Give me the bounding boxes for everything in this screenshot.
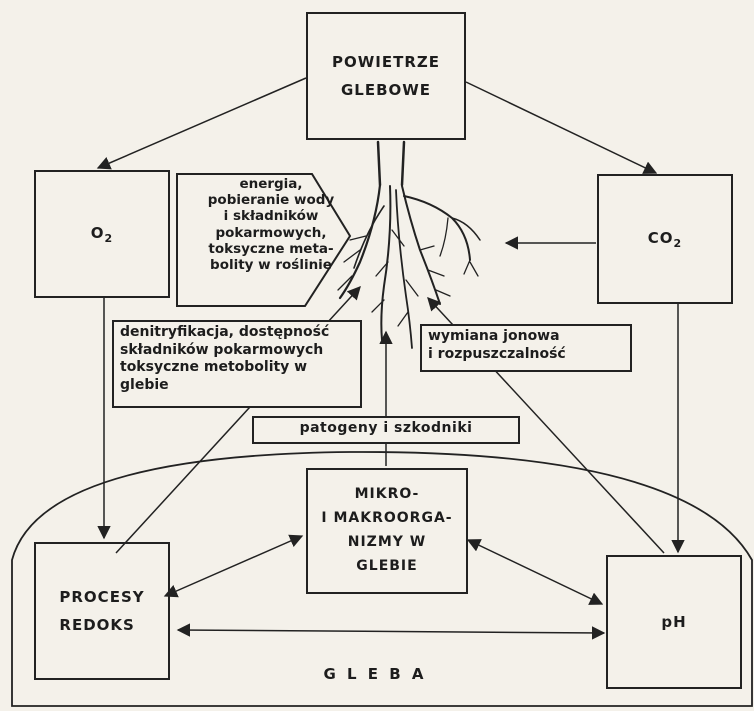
energy-note: energia, pobieranie wody i składników po… bbox=[186, 176, 356, 273]
arrow-redox-organisms bbox=[165, 536, 302, 596]
soil-air-line2: GLEBOWE bbox=[332, 76, 440, 105]
denitrification-line-4: glebie bbox=[120, 377, 354, 395]
soil-label: G L E B A bbox=[300, 660, 450, 689]
energy-line-3: i składników bbox=[186, 208, 356, 224]
pathogens-label: patogeny i szkodniki bbox=[300, 420, 473, 436]
energy-line-5: toksyczne meta- bbox=[186, 241, 356, 257]
denitrification-note: denitryfikacja, dostępność składników po… bbox=[112, 320, 362, 408]
organisms-line-4: GLEBIE bbox=[321, 555, 452, 579]
redox-line-2: REDOKS bbox=[59, 611, 144, 640]
energy-line-4: pokarmowych, bbox=[186, 225, 356, 241]
organisms-line-3: NIZMY W bbox=[321, 531, 452, 555]
ph-box: pH bbox=[606, 555, 742, 689]
denitrification-line-2: składników pokarmowych bbox=[120, 342, 354, 360]
co2-subscript: 2 bbox=[674, 237, 683, 250]
redox-box: PROCESY REDOKS bbox=[34, 542, 170, 680]
pathogens-note: patogeny i szkodniki bbox=[252, 416, 520, 444]
denitrification-line-3: toksyczne metobolity w bbox=[120, 359, 354, 377]
soil-air-line1: POWIETRZE bbox=[332, 48, 440, 77]
arrow-air-to-o2 bbox=[98, 78, 306, 168]
denitrification-line-1: denitryfikacja, dostępność bbox=[120, 324, 354, 342]
arrow-redox-ph bbox=[178, 630, 604, 633]
oxygen-subscript: 2 bbox=[105, 232, 114, 245]
energy-line-6: bolity w roślinie bbox=[186, 257, 356, 273]
energy-line-1: energia, bbox=[186, 176, 356, 192]
organisms-box: MIKRO- I MAKROORGA- NIZMY W GLEBIE bbox=[306, 468, 468, 594]
root-system bbox=[338, 142, 480, 348]
energy-line-2: pobieranie wody bbox=[186, 192, 356, 208]
arrow-organisms-ph bbox=[468, 540, 602, 604]
ion-exchange-line-2: i rozpuszczalność bbox=[428, 346, 624, 364]
oxygen-label: O bbox=[91, 224, 105, 242]
oxygen-box: O2 bbox=[34, 170, 170, 298]
redox-line-1: PROCESY bbox=[59, 583, 144, 612]
organisms-line-1: MIKRO- bbox=[321, 483, 452, 507]
co2-label: CO bbox=[648, 229, 674, 247]
ion-exchange-line-1: wymiana jonowa bbox=[428, 328, 624, 346]
soil-air-box: POWIETRZE GLEBOWE bbox=[306, 12, 466, 140]
carbon-dioxide-box: CO2 bbox=[597, 174, 733, 304]
ion-exchange-note: wymiana jonowa i rozpuszczalność bbox=[420, 324, 632, 372]
organisms-line-2: I MAKROORGA- bbox=[321, 507, 452, 531]
arrow-air-to-co2 bbox=[466, 82, 656, 173]
ph-label: pH bbox=[661, 608, 686, 637]
